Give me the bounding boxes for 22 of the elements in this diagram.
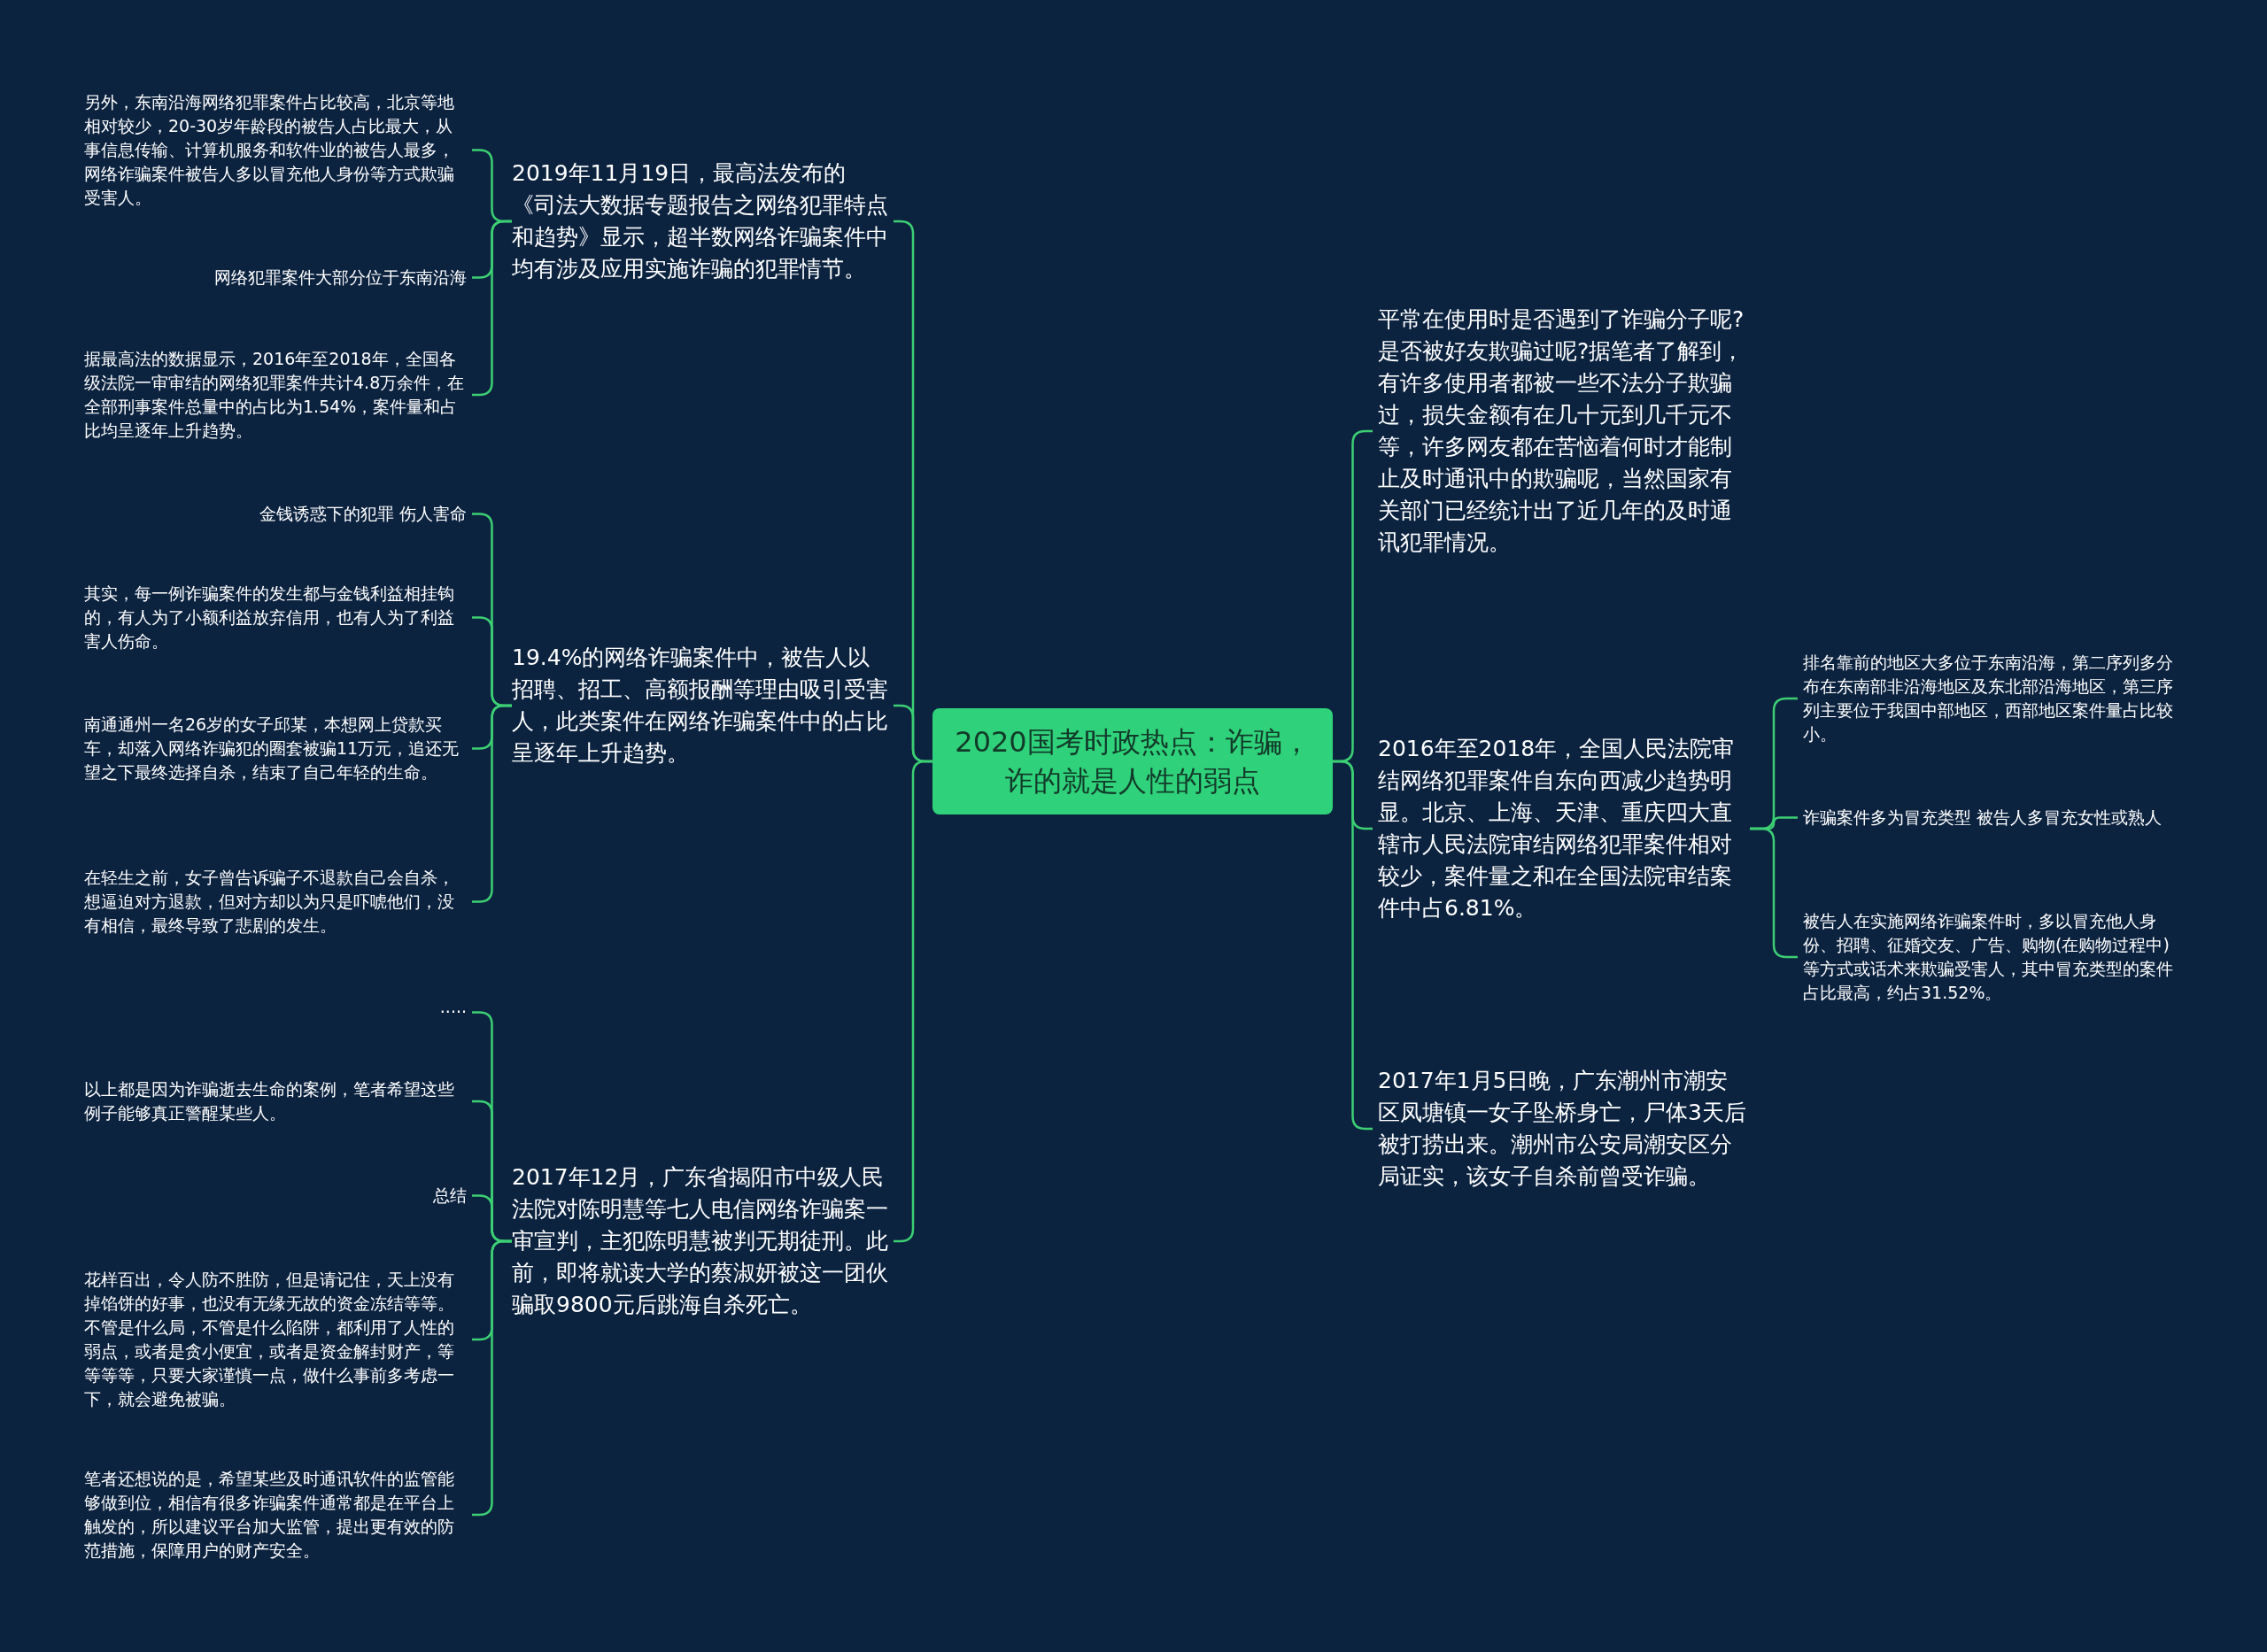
subtopic-text: 南通通州一名26岁的女子邱某，本想网上贷款买车，却落入网络诈骗犯的圈套被骗11万元，追还无望之下最终选择自杀，结束了自己年轻的生命。 (84, 713, 467, 784)
subtopic-text: 排名靠前的地区大多位于东南沿海，第二序列多分布在东南部非沿海地区及东北部沿海地区，第三序列主要位于我国中部地区，西部地区案件量占比较小。 (1803, 651, 2184, 746)
subtopic-text: 据最高法的数据显示，2016年至2018年，全国各级法院一审审结的网络犯罪案件共计4.8万余件，在全部刑事案件总量中的占比为1.54%，案件量和占比均呈逐年上升趋势。 (84, 347, 467, 443)
subtopic-text: 在轻生之前，女子曾告诉骗子不退款自己会自杀，想逼迫对方退款，但对方却以为只是吓唬他们，没有相信，最终导致了悲剧的发生。 (84, 866, 467, 938)
subtopic-text: 花样百出，令人防不胜防，但是请记住，天上没有掉馅饼的好事，也没有无缘无故的资金冻结等等。不管是什么局，不管是什么陷阱，都利用了人性的弱点，或者是贪小便宜，或者是资金解封财产，等等等等，只要大家谨慎一点，做什么事前多考虑一下，就会避免被骗。 (84, 1268, 467, 1411)
subtopic-text: 诈骗案件多为冒充类型 被告人多冒充女性或熟人 (1803, 806, 2184, 830)
subtopic-text: 网络犯罪案件大部分位于东南沿海 (84, 266, 467, 289)
subtopic-text: 其实，每一例诈骗案件的发生都与金钱利益相挂钩的，有人为了小额利益放弃信用，也有人为了利益害人伤命。 (84, 582, 467, 653)
topic-text: 2019年11月19日，最高法发布的《司法大数据专题报告之网络犯罪特点和趋势》显示，超半数网络诈骗案件中均有涉及应用实施诈骗的犯罪情节。 (512, 158, 888, 285)
subtopic-text: 总结 (84, 1184, 467, 1208)
subtopic-text: ····· (84, 1000, 467, 1024)
central-topic: 2020国考时政热点：诈骗，诈的就是人性的弱点 (932, 708, 1333, 814)
topic-text: 2016年至2018年，全国人民法院审结网络犯罪案件自东向西减少趋势明显。北京、上海、天津、重庆四大直辖市人民法院审结网络犯罪案件相对较少，案件量之和在全国法院审结案件中占6.81%。 (1378, 733, 1750, 924)
topic-text: 19.4%的网络诈骗案件中，被告人以招聘、招工、高额报酬等理由吸引受害人，此类案件在网络诈骗案件中的占比呈逐年上升趋势。 (512, 642, 888, 769)
topic-text: 平常在使用时是否遇到了诈骗分子呢?是否被好友欺骗过呢?据笔者了解到，有许多使用者都被一些不法分子欺骗过，损失金额有在几十元到几千元不等，许多网友都在苦恼着何时才能制止及时通讯中的欺骗呢，当然国家有关部门已经统计出了近几年的及时通讯犯罪情况。 (1378, 304, 1750, 559)
topic-text: 2017年12月，广东省揭阳市中级人民法院对陈明慧等七人电信网络诈骗案一审宣判，主犯陈明慧被判无期徒刑。此前，即将就读大学的蔡淑妍被这一团伙骗取9800元后跳海自杀死亡。 (512, 1162, 888, 1321)
subtopic-text: 金钱诱惑下的犯罪 伤人害命 (84, 502, 467, 526)
topic-text: 2017年1月5日晚，广东潮州市潮安区凤塘镇一女子坠桥身亡，尸体3天后被打捞出来。潮州市公安局潮安区分局证实，该女子自杀前曾受诈骗。 (1378, 1065, 1750, 1193)
subtopic-text: 以上都是因为诈骗逝去生命的案例，笔者希望这些例子能够真正警醒某些人。 (84, 1077, 467, 1125)
subtopic-text: 另外，东南沿海网络犯罪案件占比较高，北京等地相对较少，20-30岁年龄段的被告人占比最大，从事信息传输、计算机服务和软件业的被告人最多，网络诈骗案件被告人多以冒充他人身份等方式欺骗受害人。 (84, 90, 467, 210)
subtopic-text: 笔者还想说的是，希望某些及时通讯软件的监管能够做到位，相信有很多诈骗案件通常都是在平台上触发的，所以建议平台加大监管，提出更有效的防范措施，保障用户的财产安全。 (84, 1467, 467, 1563)
subtopic-text: 被告人在实施网络诈骗案件时，多以冒充他人身份、招聘、征婚交友、广告、购物(在购物过程中)等方式或话术来欺骗受害人，其中冒充类型的案件占比最高，约占31.52%。 (1803, 909, 2184, 1005)
